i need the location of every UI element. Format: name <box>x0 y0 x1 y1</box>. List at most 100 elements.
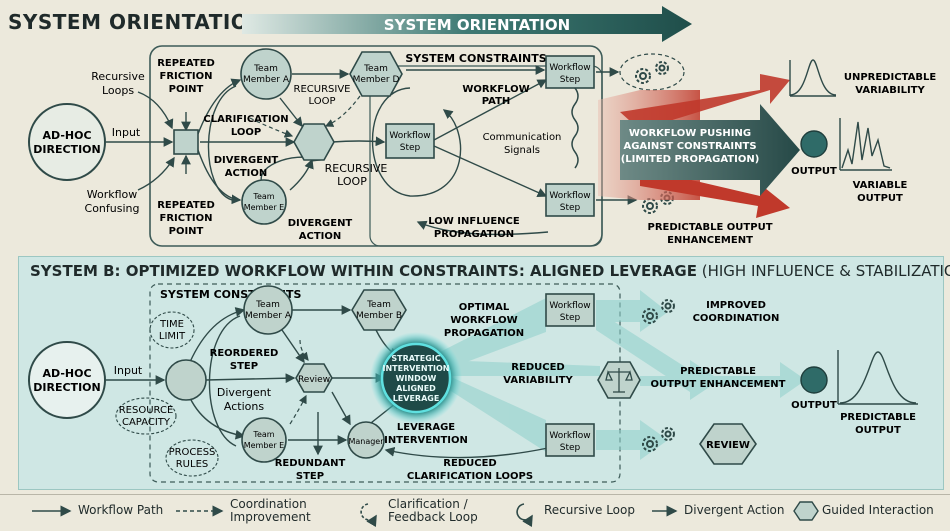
unpredictable-line1: UNPREDICTABLE <box>844 72 936 83</box>
ad-hoc-line1: AD-HOC <box>42 129 91 142</box>
unpredictable-curve-icon <box>789 59 837 97</box>
b-team-b-line1: Team <box>366 300 391 310</box>
team-a-line1: Team <box>253 64 278 74</box>
divergent-action-2-line1: DIVERGENT <box>288 218 353 229</box>
predictable-output-curve-icon <box>837 350 918 405</box>
b-ws-bottom-line2: Step <box>560 443 581 453</box>
ws-center-line2: Step <box>400 143 421 153</box>
gears-icon-top <box>635 61 669 84</box>
ws-bottom-line1: Workflow <box>549 191 590 201</box>
resource-capacity-line2: CAPACITY <box>122 417 171 428</box>
b-input-label: Input <box>114 364 143 377</box>
ws-center-line1: Workflow <box>389 131 430 141</box>
b-workflow-step-top <box>545 293 595 327</box>
friction-bottom-line1: REPEATED <box>157 200 215 211</box>
team-a-line2: Member A <box>243 75 290 85</box>
workflow-step-top <box>545 55 595 89</box>
predictable-enh-a-line2: ENHANCEMENT <box>667 235 753 246</box>
recursive-loop-1-line2: LOOP <box>309 96 336 107</box>
recursive-loop-2-line1: RECURSIVE <box>325 162 388 175</box>
strategic-line1: STRATEGIC <box>391 354 440 363</box>
process-rules-line2: RULES <box>176 459 209 470</box>
workflow-confusing-line1: Workflow <box>87 188 138 201</box>
b-team-e-line2: Member E <box>244 441 285 450</box>
reordered-step-line1: REORDERED <box>210 348 279 359</box>
resource-capacity-line1: RESOURCE <box>119 405 174 416</box>
reduced-clarification-line2: CLARIFICATION LOOPS <box>407 471 533 482</box>
ad-hoc-direction-node <box>28 103 106 181</box>
output-label-b: OUTPUT <box>791 400 837 411</box>
b-workflow-step-bottom <box>545 423 595 457</box>
friction-top-line3: POINT <box>169 84 204 95</box>
b-ad-hoc-line2: DIRECTION <box>33 381 100 394</box>
system-b-diagram: SYSTEM CONSTRAINTS AD-HOC DIRECTION Inpu… <box>28 283 918 483</box>
legend-clarification-icon <box>360 503 377 528</box>
friction-point-node <box>173 129 199 155</box>
review-node <box>295 363 333 393</box>
friction-top-line2: FRICTION <box>159 71 212 82</box>
b-ws-top-line2: Step <box>560 313 581 323</box>
legend-guided: Guided Interaction <box>822 503 934 517</box>
legend-icons <box>32 501 819 528</box>
resource-capacity-oval <box>115 397 177 435</box>
b-ws-top-line1: Workflow <box>549 301 590 311</box>
system-a-diagram: AD-HOC DIRECTION Input Recursive Loops W… <box>28 45 936 247</box>
legend-bar <box>0 494 950 531</box>
reduced-variability-line1: REDUCED <box>511 362 564 373</box>
comm-signals-line1: Communication <box>483 132 562 143</box>
b-gears-icon-bottom <box>642 427 675 452</box>
process-rules-line1: PROCESS <box>169 447 216 458</box>
system-b-title: SYSTEM B: OPTIMIZED WORKFLOW WITHIN CONS… <box>30 262 950 280</box>
time-limit-line1: TIME <box>159 319 184 330</box>
improved-coordination-line2: COORDINATION <box>693 313 780 324</box>
predictable-output-line1: PREDICTABLE <box>840 412 916 423</box>
b-gears-icon-top <box>642 299 675 324</box>
b-ad-hoc-line1: AD-HOC <box>42 367 91 380</box>
recursive-loops-line1: Recursive <box>91 70 145 83</box>
legend-workflow-path: Workflow Path <box>78 503 164 517</box>
redundant-step-line1: REDUNDANT <box>275 458 346 469</box>
legend-guided-icon <box>793 501 819 521</box>
output-node-a <box>800 130 828 158</box>
banner-text: SYSTEM ORIENTATION <box>384 16 570 34</box>
pushing-line3: (LIMITED PROPAGATION) <box>621 154 760 165</box>
b-team-a-line1: Team <box>255 300 280 310</box>
manager-label: Manager <box>348 437 384 446</box>
legend-clarification-line1: Clarification / <box>388 497 468 511</box>
comm-signals-line2: Signals <box>504 145 540 156</box>
strategic-intervention-node <box>380 342 452 414</box>
low-influence-line2: PROPAGATION <box>434 229 514 240</box>
redundant-step-line2: STEP <box>296 471 324 482</box>
friction-top-line1: REPEATED <box>157 58 215 69</box>
divergent-action-1-line1: DIVERGENT <box>214 155 279 166</box>
recursive-loops-line2: Loops <box>102 84 134 97</box>
optimal-line2: WORKFLOW <box>450 315 517 326</box>
system-b-constraints-frame <box>149 283 621 483</box>
workflow-path-line2: PATH <box>482 96 511 107</box>
b-team-member-e <box>241 417 287 463</box>
ws-top-line1: Workflow <box>549 63 590 73</box>
team-e-line1: Team <box>252 192 274 201</box>
team-member-a-node <box>240 48 292 100</box>
b-predictable-enh-line2: OUTPUT ENHANCEMENT <box>650 379 785 390</box>
b-entry-node <box>165 359 207 401</box>
leverage-intervention-line2: INTERVENTION <box>384 435 468 446</box>
clarification-loop-line1: CLARIFICATION <box>203 114 288 125</box>
input-label: Input <box>112 126 141 139</box>
system-b-title-main: SYSTEM B: OPTIMIZED WORKFLOW WITHIN CONS… <box>30 262 697 280</box>
friction-bottom-line2: FRICTION <box>159 213 212 224</box>
ws-top-line2: Step <box>560 75 581 85</box>
b-predictable-enh-line1: PREDICTABLE <box>680 366 756 377</box>
recursive-loop-1-line1: RECURSIVE <box>294 84 351 95</box>
reduced-clarification-line1: REDUCED <box>443 458 496 469</box>
strategic-line2: INTERVENTION <box>382 364 449 373</box>
propagation-beams <box>440 290 806 460</box>
manager-node <box>347 421 385 459</box>
clarification-loop-line2: LOOP <box>231 127 261 138</box>
strategic-line4: ALIGNED <box>396 384 436 393</box>
optimal-line1: OPTIMAL <box>459 302 510 313</box>
ad-hoc-line2: DIRECTION <box>33 143 100 156</box>
predictable-output-line2: OUTPUT <box>855 425 901 436</box>
b-team-e-line1: Team <box>252 430 274 439</box>
output-node-b <box>800 366 828 394</box>
